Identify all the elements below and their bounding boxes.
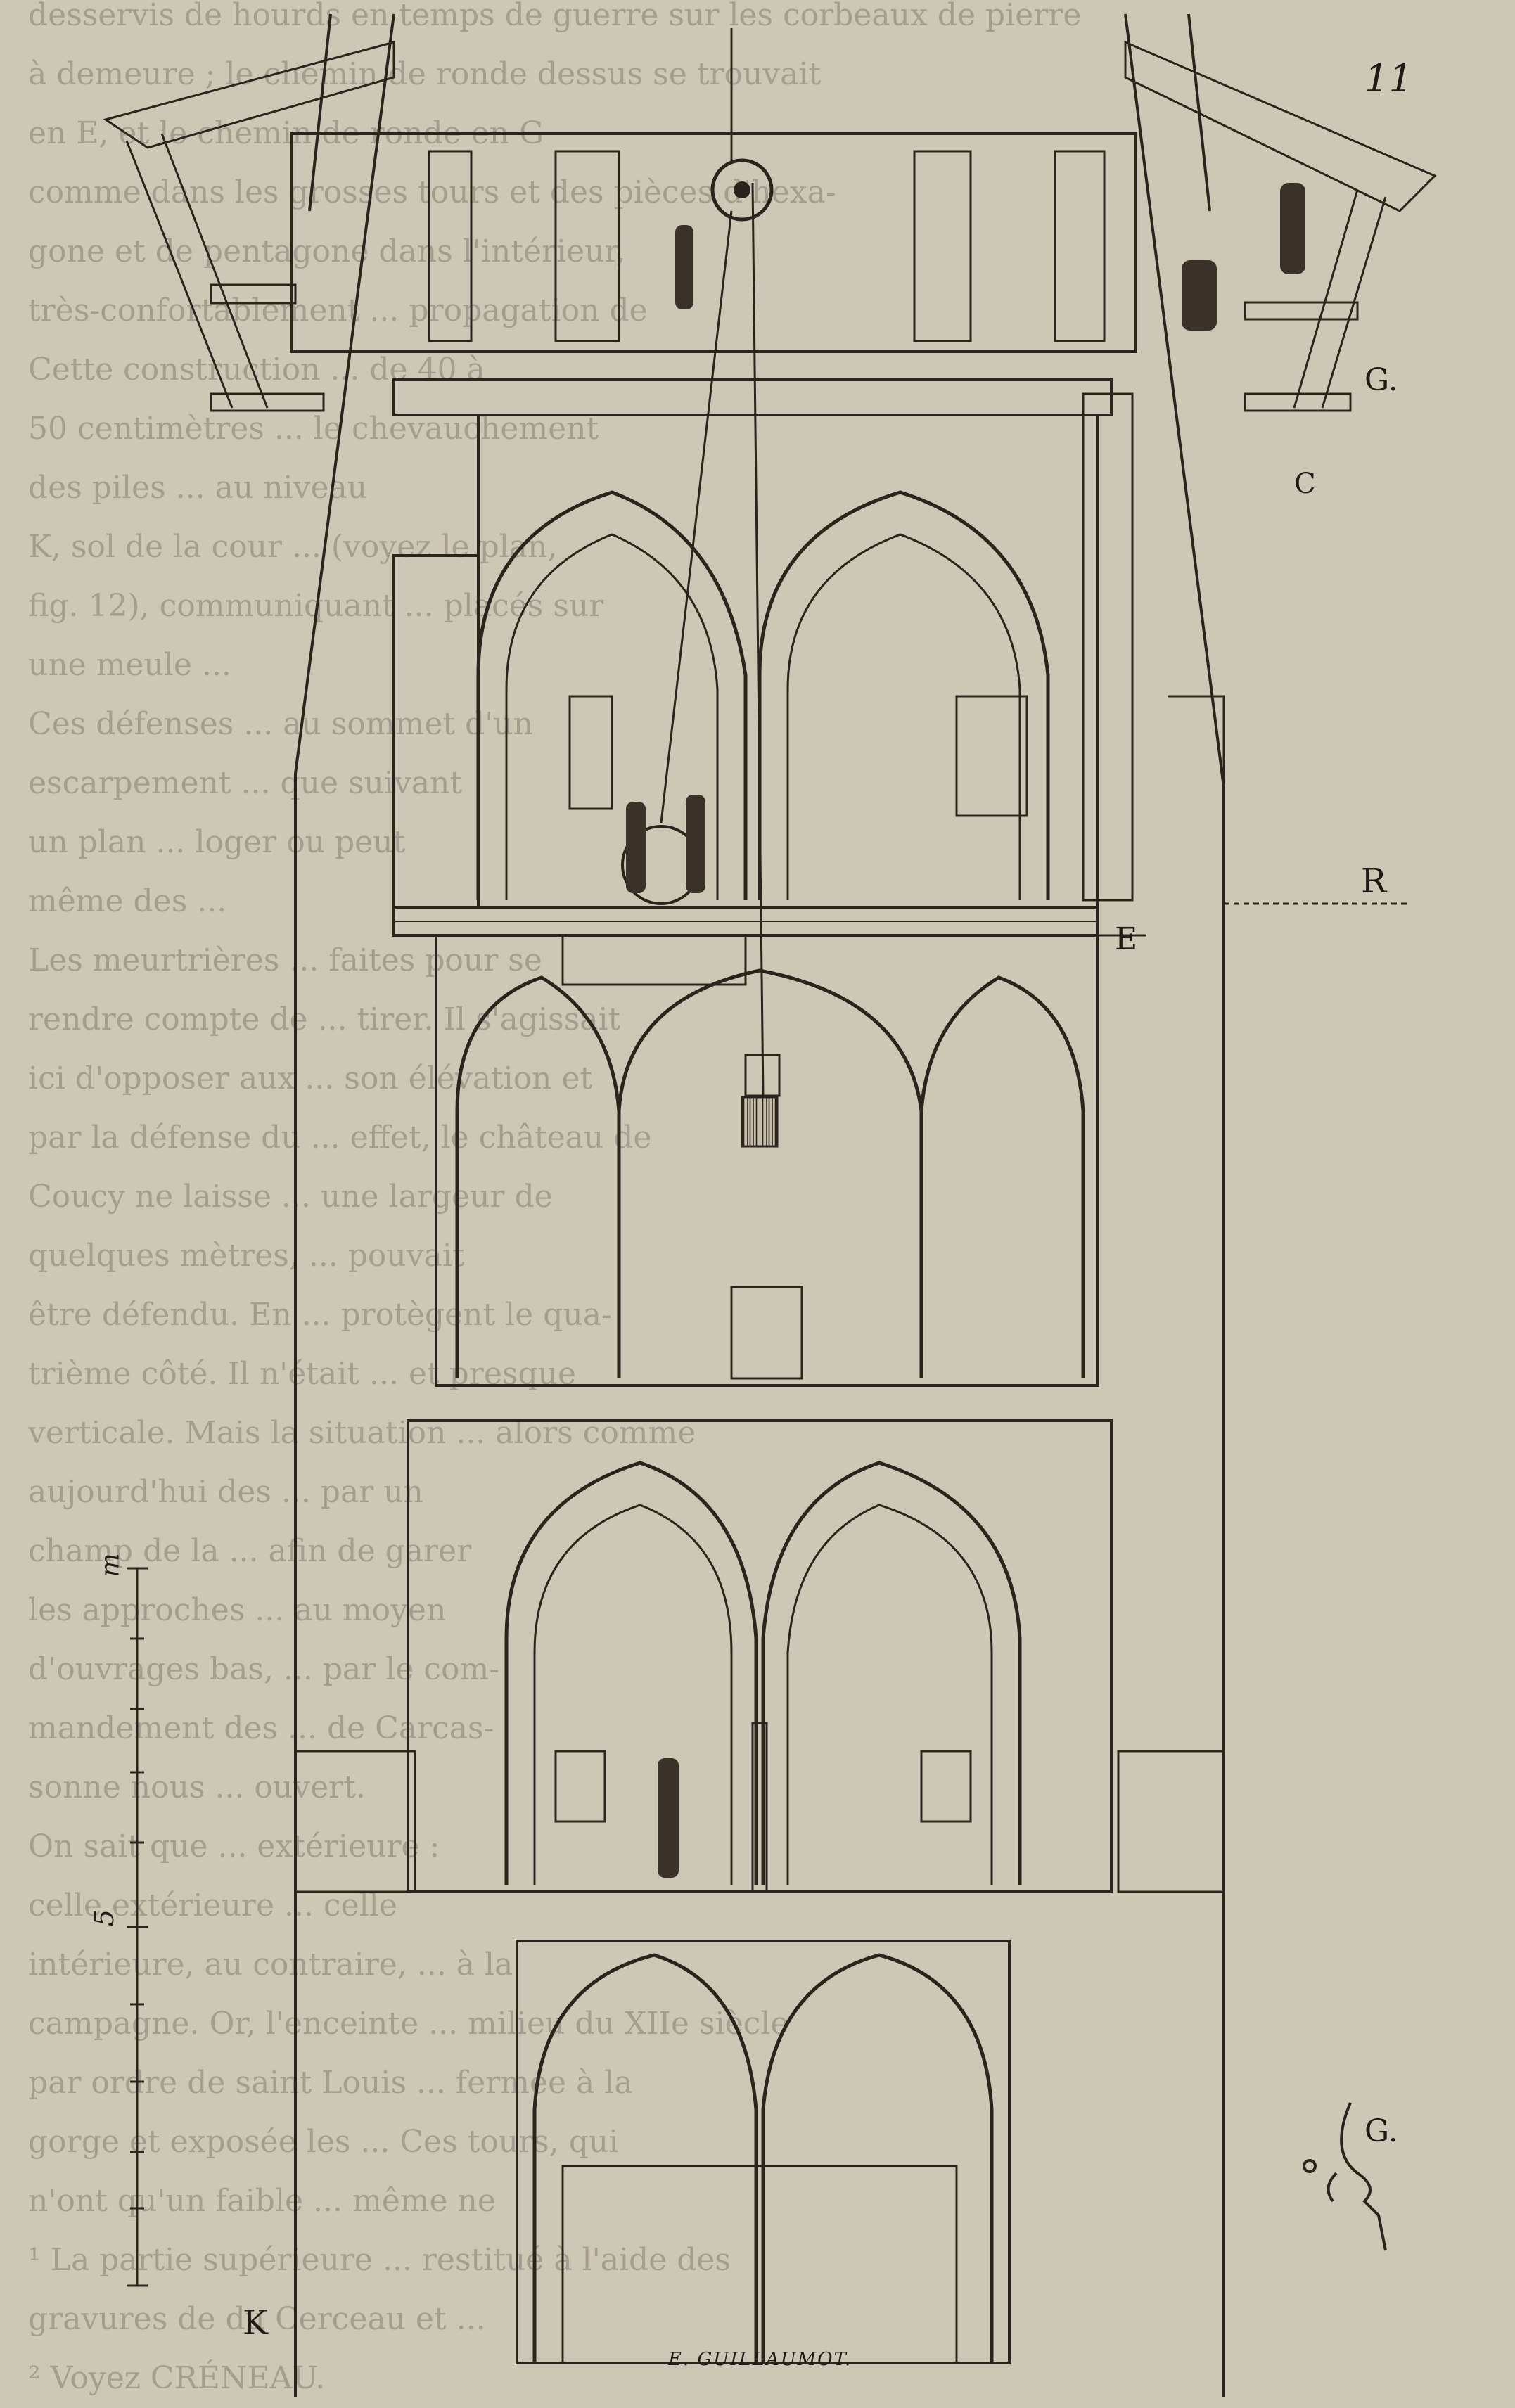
label-e: E — [1115, 921, 1138, 957]
hoist-rope — [660, 28, 779, 1148]
section-lines — [1097, 902, 1407, 937]
label-g-upper: G. — [1364, 362, 1398, 398]
page-number: 11 — [1364, 56, 1413, 101]
label-c: C — [1294, 468, 1316, 500]
figures — [626, 183, 1305, 1878]
engraver-signature: E. GUILLAUMOT. — [668, 2349, 852, 2370]
roof-hoarding — [103, 40, 1437, 412]
scale-bar — [127, 1567, 148, 2287]
basement-vault — [516, 1940, 1011, 2364]
label-g-detail: G. — [1364, 2113, 1398, 2149]
bleed-through-text: desservis de hourds en temps de guerre s… — [28, 0, 1082, 2396]
upper-storey — [392, 392, 1225, 914]
profile-detail — [1303, 2102, 1387, 2251]
scale-mark-5: 5 — [89, 1909, 120, 1927]
lower-storey — [294, 1419, 1225, 1893]
label-r: R — [1361, 862, 1387, 901]
scale-mark-m: m — [96, 1553, 125, 1577]
middle-storey — [435, 934, 1099, 1387]
label-k: K — [243, 2303, 268, 2343]
